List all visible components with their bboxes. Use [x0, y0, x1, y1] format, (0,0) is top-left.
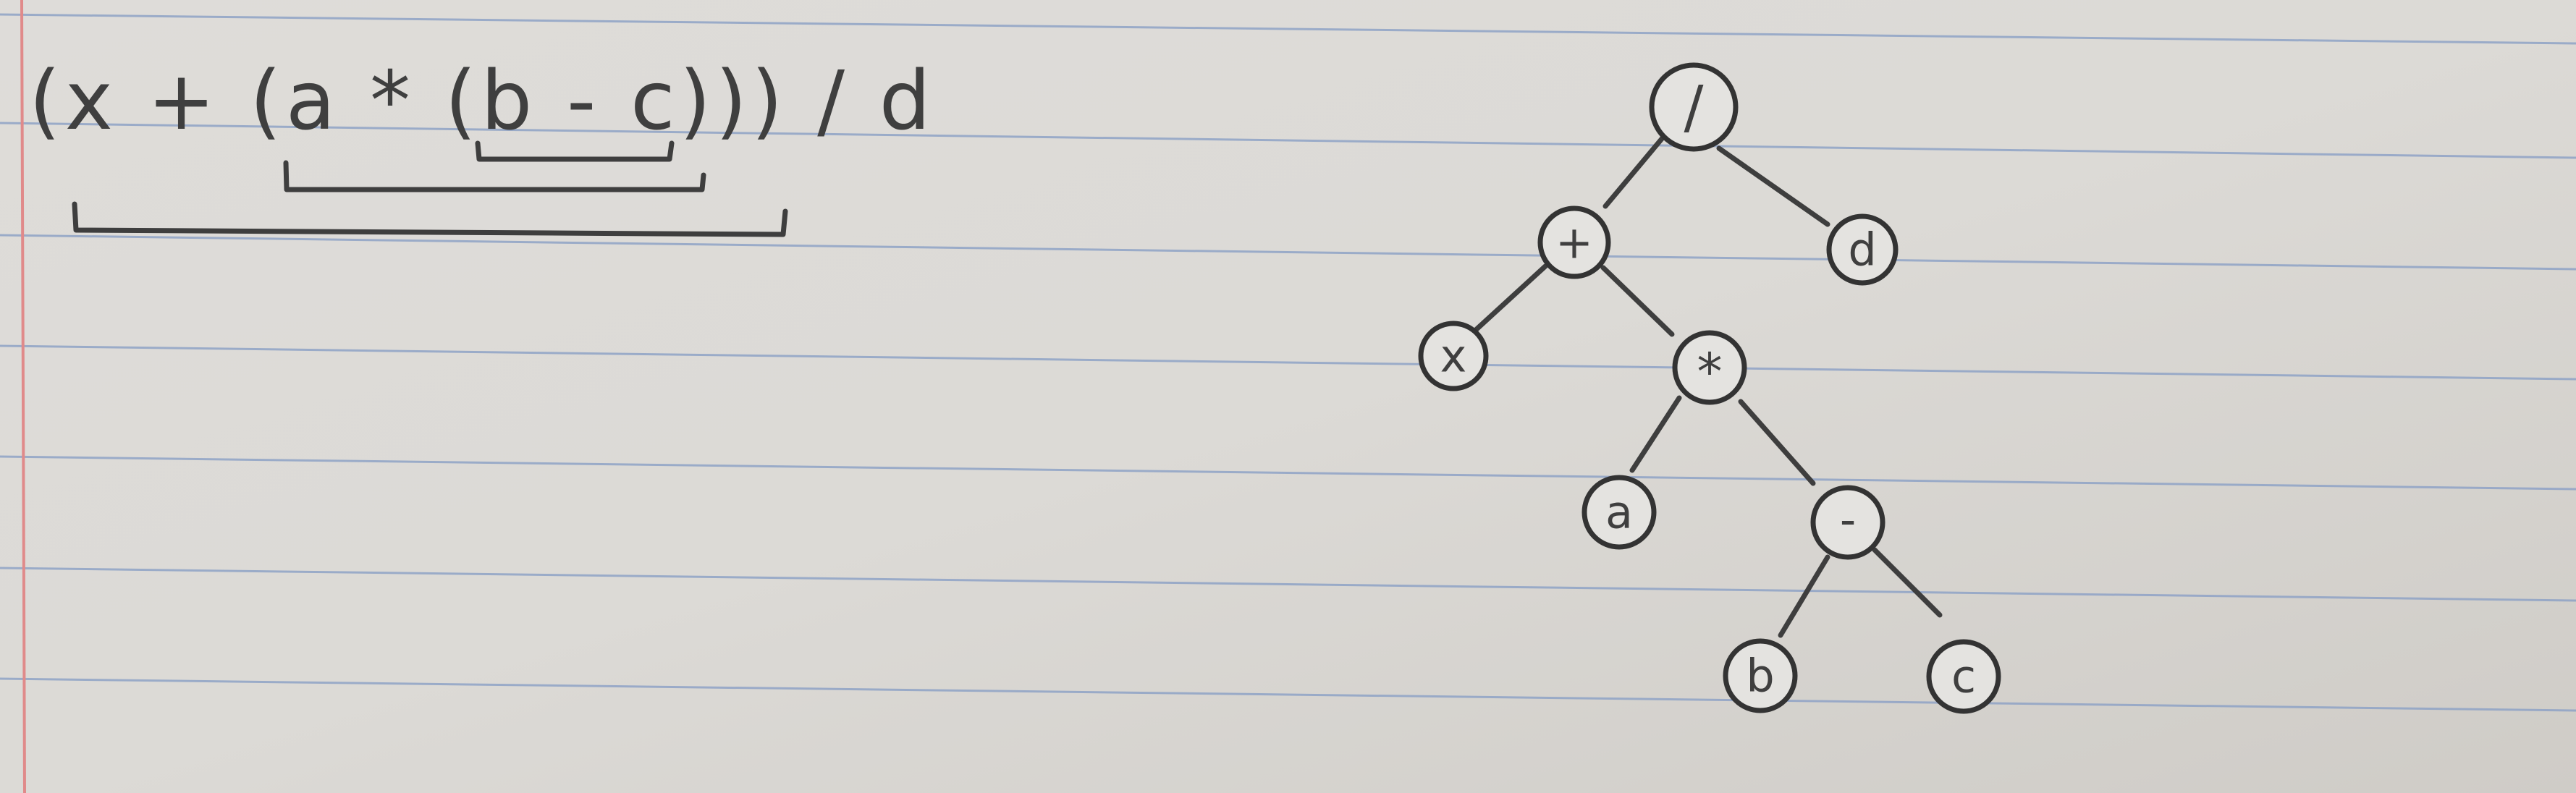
ruled-line — [0, 567, 2576, 602]
bracket-middle — [283, 160, 706, 192]
ruled-line — [0, 13, 2576, 45]
edge-times-a — [1629, 395, 1682, 473]
node-circle — [1723, 638, 1798, 713]
ruled-lines — [0, 13, 2576, 712]
margin-line — [20, 0, 26, 793]
edge-minus-b — [1778, 554, 1830, 638]
tree-node-minus: - — [1810, 485, 1885, 560]
node-label: + — [1555, 216, 1593, 269]
node-label: d — [1848, 224, 1876, 276]
tree-edges — [1474, 124, 1943, 638]
node-label: - — [1840, 493, 1856, 546]
node-circle — [1826, 213, 1899, 286]
tree-node-a: a — [1582, 475, 1657, 550]
node-label: x — [1440, 330, 1467, 383]
node-circle — [1582, 475, 1657, 550]
expression-text: (x + (a * (b - c))) / d — [29, 54, 935, 148]
node-label: / — [1684, 74, 1704, 141]
node-circle — [1810, 485, 1885, 560]
ruled-line — [0, 455, 2576, 491]
tree-node-b: b — [1723, 638, 1798, 713]
node-label: b — [1746, 650, 1774, 703]
node-label: c — [1951, 650, 1976, 703]
ruled-line — [0, 234, 2576, 271]
node-label: * — [1697, 342, 1723, 402]
ruled-line — [0, 122, 2576, 159]
tree-node-times: * — [1672, 330, 1747, 405]
edge-plus-x — [1474, 263, 1548, 332]
node-label: a — [1605, 486, 1633, 539]
edge-root-plus — [1602, 124, 1675, 209]
tree-node-d: d — [1826, 213, 1899, 286]
bracket-outer — [72, 201, 788, 237]
ruled-line — [0, 344, 2576, 381]
edge-plus-times — [1600, 265, 1675, 337]
edge-root-d — [1716, 145, 1830, 227]
tree-node-c: c — [1926, 639, 2001, 714]
tree-node-x: x — [1418, 321, 1489, 391]
node-circle — [1672, 330, 1747, 405]
node-circle — [1418, 321, 1489, 391]
bracket-inner — [475, 140, 675, 162]
node-circle — [1649, 62, 1739, 152]
ruled-line — [0, 677, 2576, 712]
tree-node-root: / — [1649, 62, 1739, 152]
tree-node-plus: + — [1537, 205, 1611, 279]
node-circle — [1926, 639, 2001, 714]
edge-times-minus — [1738, 399, 1816, 486]
expression-brackets — [72, 140, 788, 237]
edge-minus-c — [1872, 547, 1943, 618]
node-circle — [1537, 205, 1611, 279]
